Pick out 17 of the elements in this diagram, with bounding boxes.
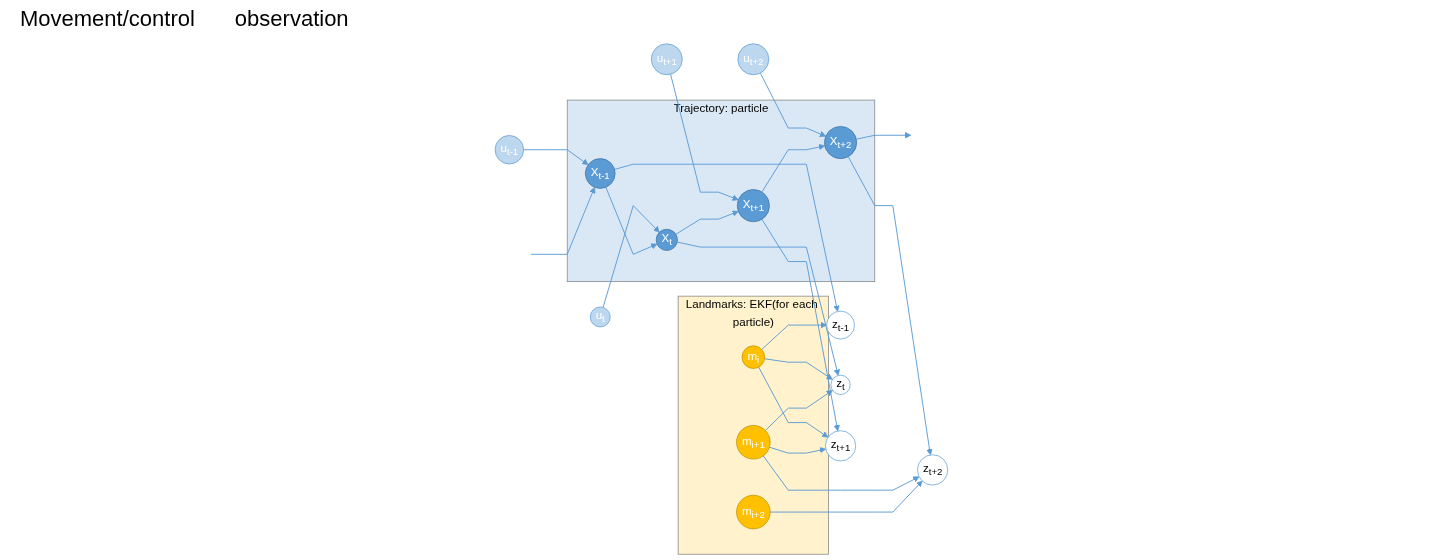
- row-label: Movement/control: [20, 6, 195, 32]
- node-circle: X$_{t+2}$: [824, 126, 858, 159]
- node-circle: z$_{t+1}$: [825, 430, 857, 462]
- node-circle: z$_{t+2}$: [917, 454, 949, 486]
- node-circle: u$_{t+2}$: [737, 43, 770, 76]
- node-circle: m$_{i}$: [741, 345, 766, 369]
- node-circle: X$_{t+1}$: [736, 189, 770, 223]
- row-label: observation: [234, 6, 349, 32]
- node-circle: u$_{t-1}$: [494, 135, 524, 165]
- node-circle: X$_{t}$: [655, 228, 678, 251]
- node-circle: m$_{i+2}$: [736, 494, 771, 530]
- node-circle: X$_{t-1}$: [584, 158, 616, 189]
- node-circle: u$_{t}$: [589, 306, 611, 328]
- node-circle: z$_{t-1}$: [826, 310, 855, 340]
- node-circle: m$_{i+1}$: [736, 425, 771, 460]
- node-circle: z$_{t}$: [830, 374, 851, 395]
- node-circle: u$_{t+1}$: [650, 43, 683, 76]
